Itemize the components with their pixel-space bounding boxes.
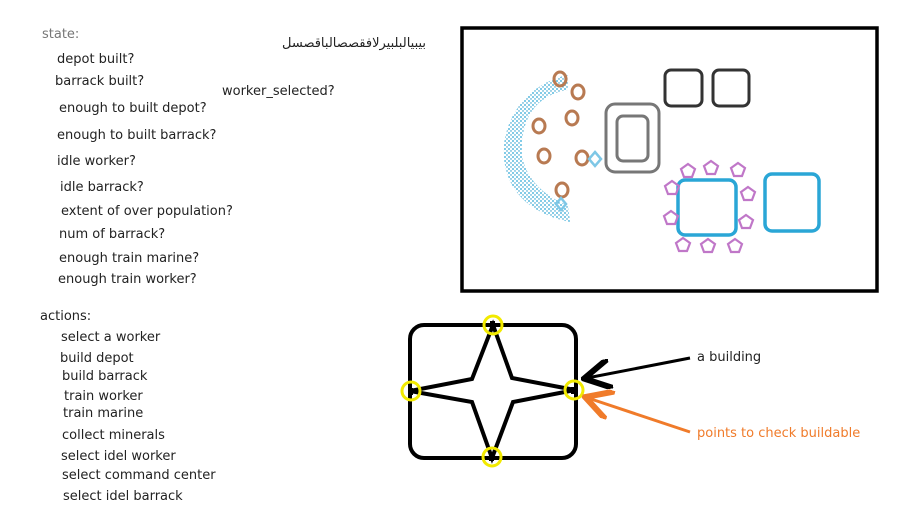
building-arrow-icon <box>587 356 691 378</box>
worker-pentagon-icon <box>702 159 720 176</box>
depots <box>663 68 751 108</box>
building-outline <box>408 323 578 460</box>
check-point-bottom <box>481 446 503 468</box>
building-diagram <box>400 314 585 468</box>
barrack-icon <box>676 178 738 237</box>
worker-pentagon-icon <box>679 162 697 179</box>
worker-selected-label: worker_selected? <box>222 84 335 99</box>
barrack-icon <box>763 172 821 233</box>
worker-pentagon-icon <box>739 185 757 202</box>
action-select-idle-barrack: select idel barrack <box>63 489 183 504</box>
mineral-ring-icon <box>531 117 547 135</box>
state-item-depot-built: depot built? <box>57 52 135 67</box>
building-star-lines <box>409 319 576 464</box>
check-point-top <box>482 314 504 336</box>
state-item-barrack-built: barrack built? <box>55 74 145 89</box>
mineral-ring-icon <box>564 109 580 127</box>
mineral-ring-icon <box>552 70 568 88</box>
worker-diamond-icon <box>587 150 603 168</box>
marine-units <box>662 159 757 254</box>
game-map-frame <box>460 26 879 293</box>
points-arrow-icon <box>588 398 691 434</box>
worker-pentagon-icon <box>662 209 680 226</box>
worker-pentagon-icon <box>729 161 747 178</box>
action-select-worker: select a worker <box>61 330 161 345</box>
check-point-dots <box>408 321 576 461</box>
state-item-enough-barrack: enough to built barrack? <box>57 128 217 143</box>
worker-pentagon-icon <box>663 179 681 196</box>
mineral-field <box>503 75 570 222</box>
check-point-left <box>400 380 422 402</box>
action-build-barrack: build barrack <box>62 369 148 384</box>
mineral-ring-icon <box>554 181 570 199</box>
barracks <box>676 172 821 237</box>
action-build-depot: build depot <box>60 351 134 366</box>
mineral-ring-icon <box>574 149 590 167</box>
building-label: a building <box>697 350 762 365</box>
mineral-rings <box>531 70 590 199</box>
worker-pentagon-icon <box>726 237 744 254</box>
worker-diamond-icon <box>554 196 568 212</box>
state-item-idle-worker: idle worker? <box>57 154 136 169</box>
mineral-ring-icon <box>570 83 586 101</box>
actions-heading: actions: <box>40 309 92 324</box>
action-select-idle-worker: select idel worker <box>61 449 176 464</box>
state-item-idle-barrack: idle barrack? <box>60 180 144 195</box>
action-train-marine: train marine <box>63 406 144 421</box>
action-train-worker: train worker <box>64 389 143 404</box>
depot-icon <box>711 68 751 108</box>
action-select-command-center: select command center <box>62 468 216 483</box>
state-item-enough-marine: enough train marine? <box>59 251 200 266</box>
state-item-over-population: extent of over population? <box>61 204 233 219</box>
depot-icon <box>663 68 704 108</box>
state-heading: state: <box>42 27 80 42</box>
scribble-text: بيبيالبلبيرلافقصصالباقصسل <box>282 36 427 51</box>
worker-pentagon-icon <box>674 236 692 253</box>
worker-pentagon-icon <box>737 213 755 230</box>
check-points <box>400 314 585 468</box>
points-label: points to check buildable <box>697 426 861 441</box>
mineral-ring-icon <box>536 147 552 165</box>
state-item-enough-depot: enough to built depot? <box>59 101 207 116</box>
command-center <box>604 102 661 174</box>
action-collect-minerals: collect minerals <box>62 428 165 443</box>
worker-units <box>554 150 603 212</box>
state-item-num-barrack: num of barrack? <box>59 227 166 242</box>
state-item-enough-worker: enough train worker? <box>58 272 197 287</box>
worker-pentagon-icon <box>699 237 717 254</box>
